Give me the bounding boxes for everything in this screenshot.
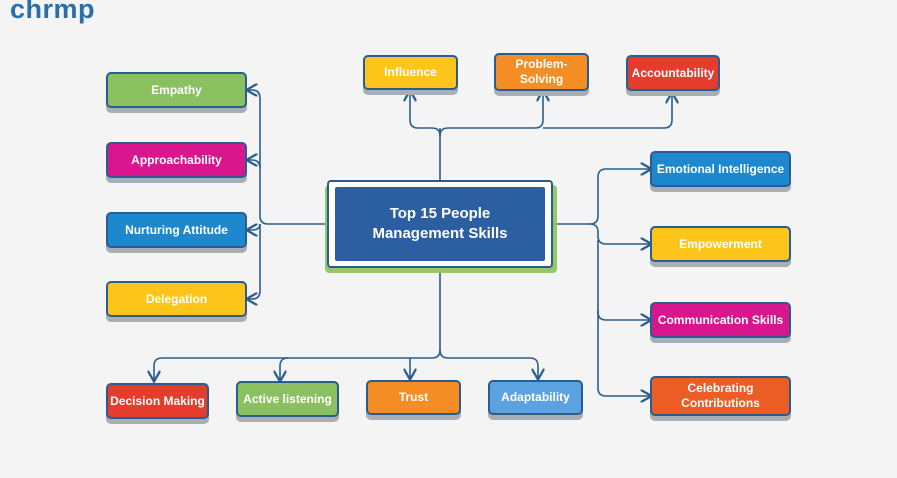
node-empathy: Empathy xyxy=(106,72,247,108)
central-topic: Top 15 People Management Skills xyxy=(327,180,553,268)
node-communication-skills: Communication Skills xyxy=(650,302,791,338)
node-decision-making: Decision Making xyxy=(106,383,209,419)
node-nurturing-attitude: Nurturing Attitude xyxy=(106,212,247,248)
node-delegation: Delegation xyxy=(106,281,247,317)
node-trust: Trust xyxy=(366,380,461,415)
chrmp-logo: chrmp xyxy=(10,0,96,24)
node-accountability: Accountability xyxy=(626,55,720,91)
node-approachability: Approachability xyxy=(106,142,247,178)
node-active-listening: Active listening xyxy=(236,381,339,417)
node-empowerment: Empowerment xyxy=(650,226,791,262)
central-topic-line-1: Top 15 People xyxy=(389,205,491,222)
central-topic-line-2: Management Skills xyxy=(372,225,508,242)
node-emotional-intelligence: Emotional Intelligence xyxy=(650,151,791,187)
node-adaptability: Adaptability xyxy=(488,380,583,415)
node-influence: Influence xyxy=(363,55,458,90)
node-problem-solving: Problem-Solving xyxy=(494,53,589,91)
